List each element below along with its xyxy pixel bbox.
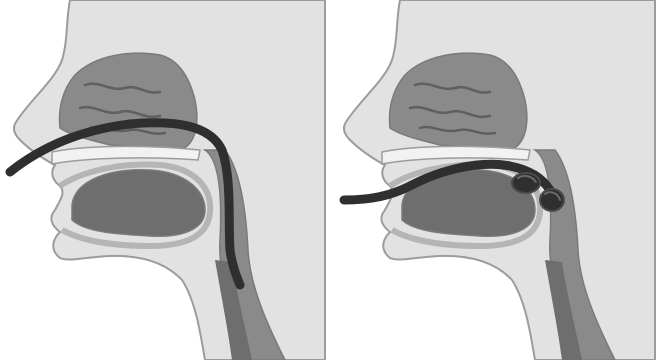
head-sagittal-panel-left <box>0 0 327 360</box>
head-sagittal-panel-right <box>330 0 657 360</box>
tongue <box>72 170 205 236</box>
